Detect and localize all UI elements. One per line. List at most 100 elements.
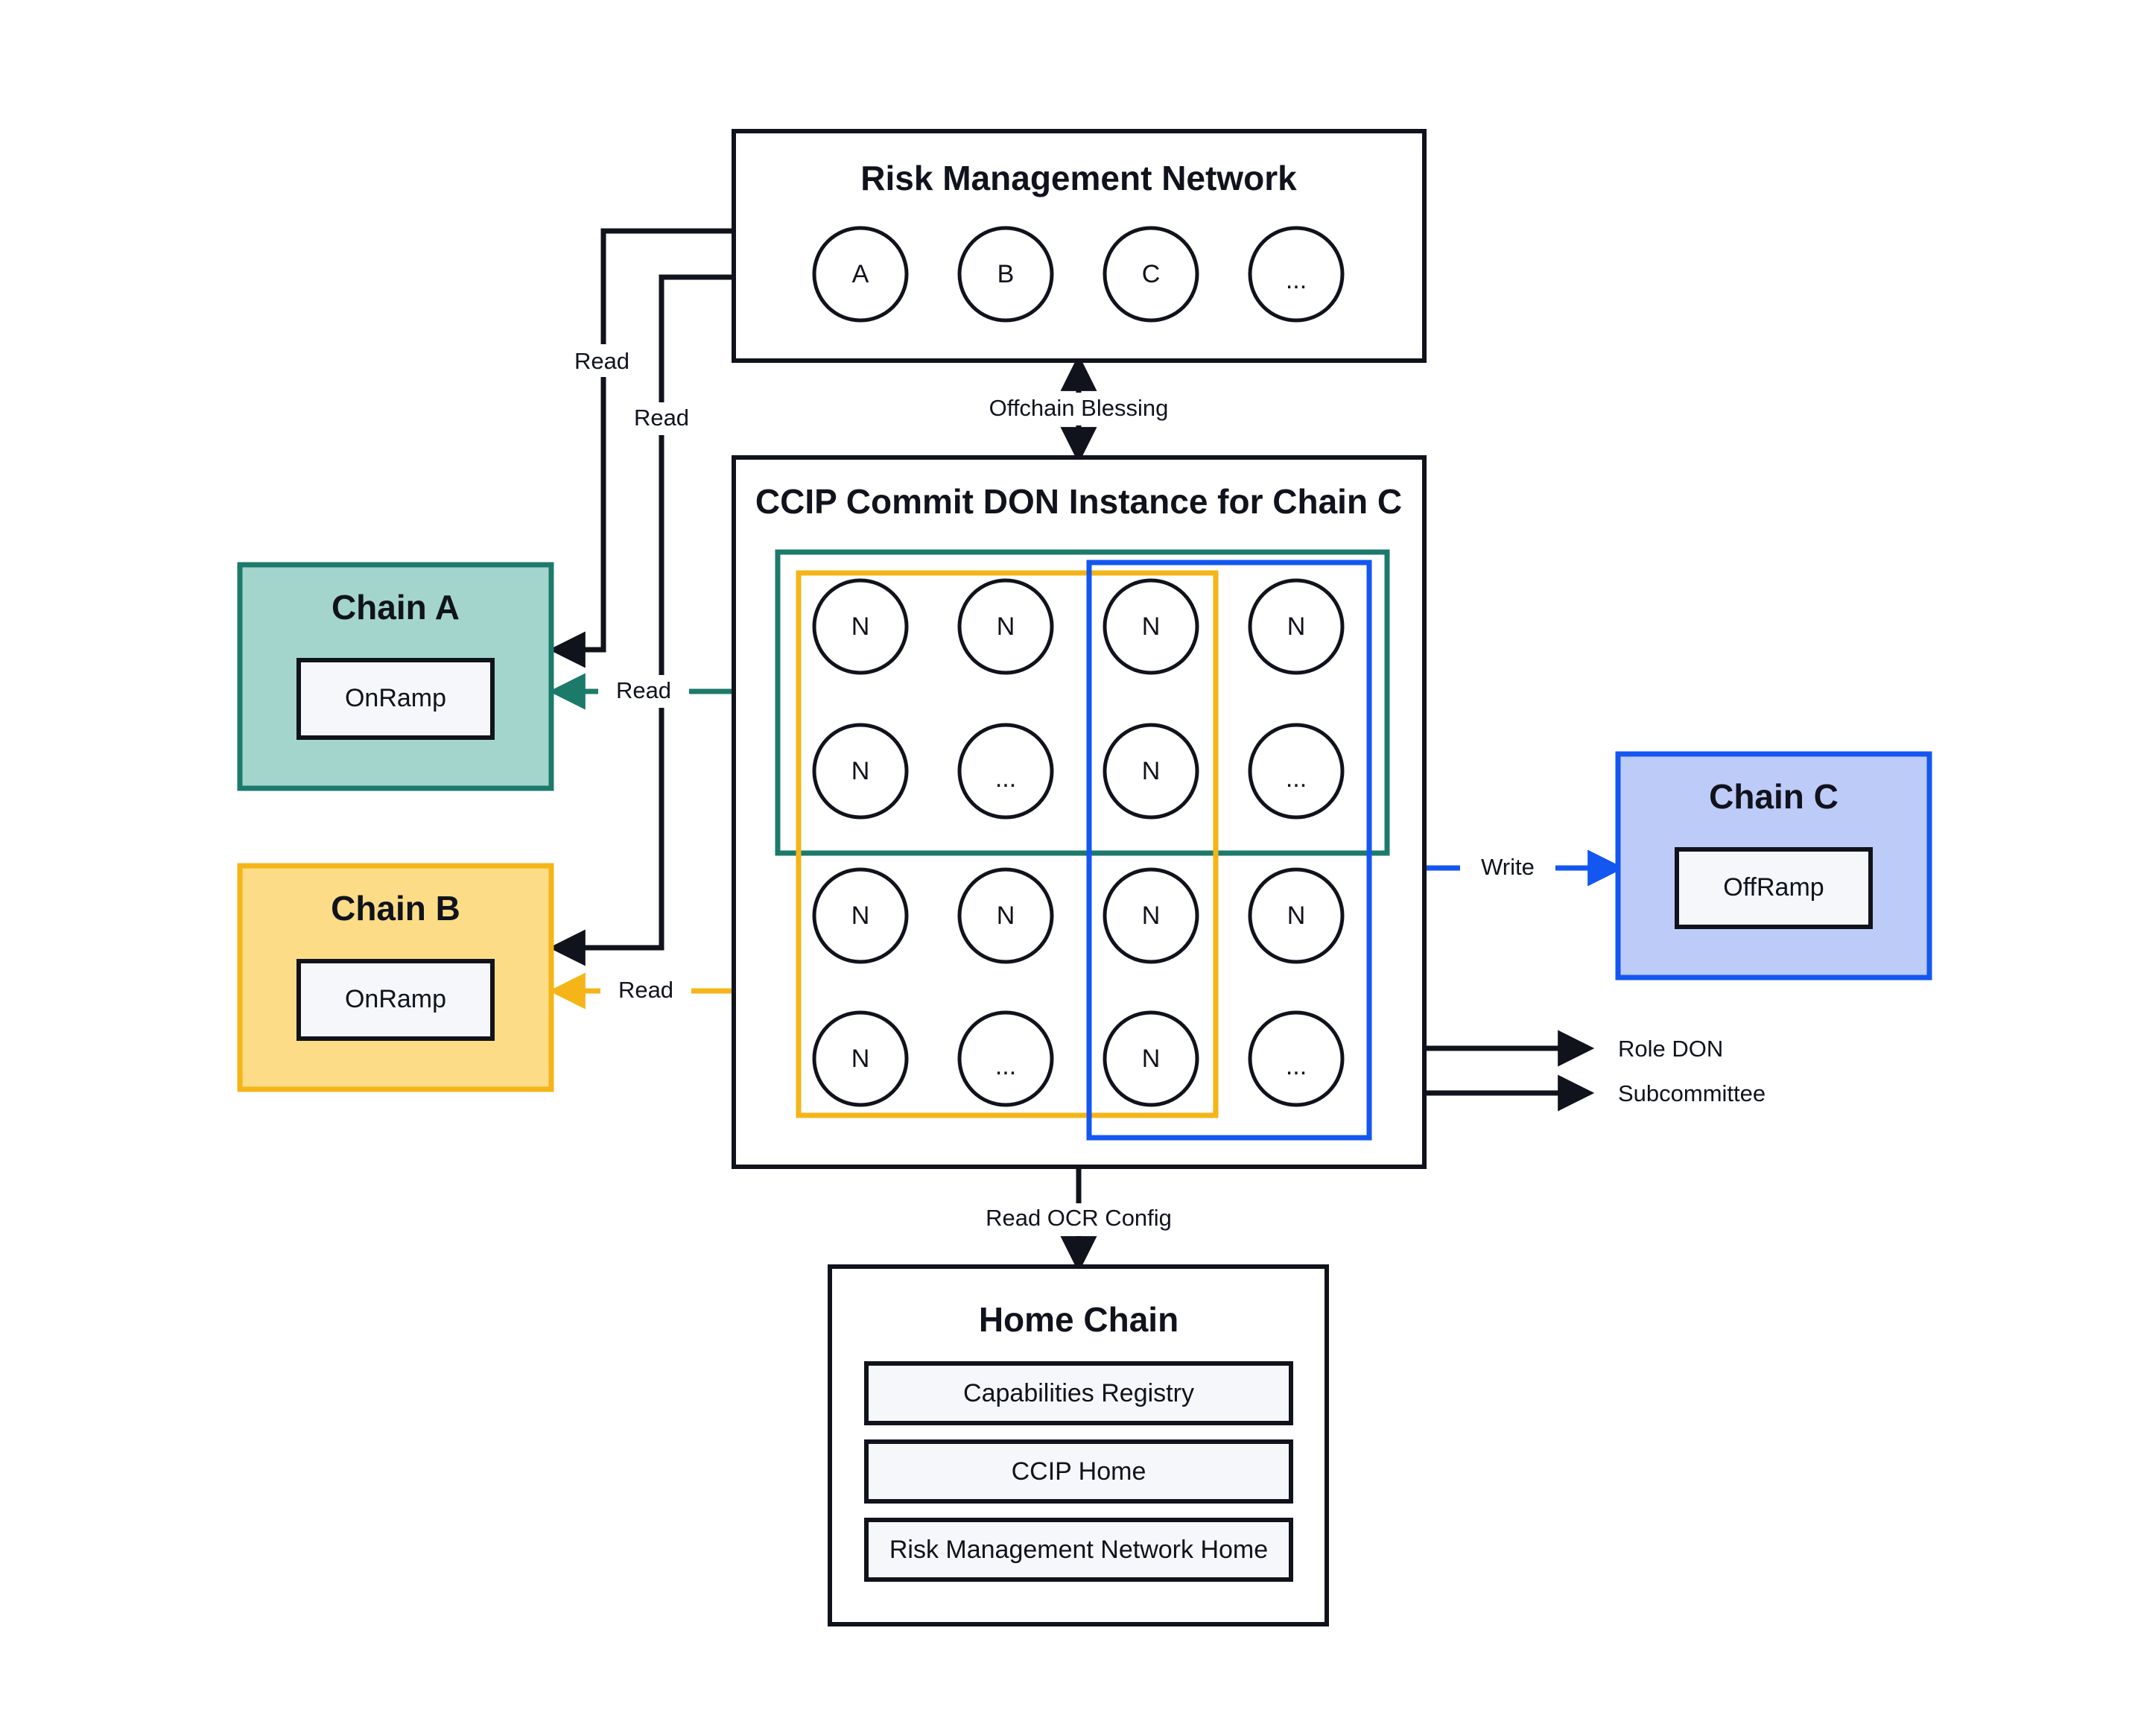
- connector-rmn-read-chain-b: Read: [548, 274, 734, 966]
- contract-label: Capabilities Registry: [963, 1379, 1194, 1407]
- chain-b-panel[interactable]: Chain B OnRamp: [237, 863, 554, 1092]
- edge-label-don-read-b: Read: [618, 977, 673, 1003]
- don-node-circle: [1103, 578, 1199, 675]
- edge-label-read-ocr-config: Read OCR Config: [986, 1205, 1172, 1231]
- chain-b-contract-label: OnRamp: [345, 985, 446, 1013]
- connector-don-read-chain-a: Read: [548, 673, 778, 710]
- rmn-node-circle: [1248, 226, 1345, 323]
- don-node[interactable]: N: [812, 867, 909, 964]
- don-node-label: N: [1142, 902, 1161, 930]
- legend-label-role-don: Role DON: [1618, 1036, 1723, 1062]
- don-node[interactable]: N: [1248, 867, 1345, 964]
- edge-label-don-read-a: Read: [616, 677, 671, 703]
- don-node[interactable]: N: [1248, 578, 1345, 675]
- home-chain-contract-ccip-home[interactable]: CCIP Home: [864, 1439, 1293, 1504]
- edge-label-don-write-c: Write: [1481, 854, 1535, 880]
- chain-b-title: Chain B: [331, 889, 460, 928]
- chain-c-panel[interactable]: Chain C OffRamp: [1615, 751, 1932, 981]
- don-node-label: N: [851, 612, 870, 641]
- group-rect-orange[interactable]: [796, 570, 1219, 1118]
- don-node-circle: [957, 1010, 1054, 1107]
- don-node-label: N: [851, 757, 870, 785]
- don-node-label: N: [1142, 1045, 1161, 1073]
- don-node-circle: [812, 578, 909, 675]
- don-node[interactable]: N: [1103, 1010, 1199, 1107]
- contract-label: CCIP Home: [1012, 1457, 1146, 1486]
- connector-subcommittee: Subcommittee: [1369, 1074, 1766, 1112]
- don-node[interactable]: N: [1103, 723, 1199, 820]
- chain-a-contract-label: OnRamp: [345, 684, 446, 712]
- don-node-label: N: [1142, 757, 1161, 785]
- group-rect-blue[interactable]: [1086, 560, 1372, 1141]
- contract-box: [864, 1518, 1293, 1582]
- don-node-circle: [957, 867, 1054, 964]
- home-chain-contract-capabilities-registry[interactable]: Capabilities Registry: [864, 1361, 1293, 1425]
- don-node-circle: [1248, 1010, 1345, 1107]
- edge-label-offchain-blessing: Offchain Blessing: [989, 395, 1169, 421]
- rmn-node-a[interactable]: A: [812, 226, 909, 323]
- don-node-circle: [1103, 867, 1199, 964]
- don-node[interactable]: N: [1103, 578, 1199, 675]
- rmn-node-label: B: [997, 260, 1015, 288]
- rmn-node-label: C: [1142, 260, 1161, 288]
- label-backdrop: [1460, 852, 1555, 884]
- don-node[interactable]: N: [957, 578, 1054, 675]
- label-backdrop: [968, 1203, 1192, 1236]
- risk-management-network-panel[interactable]: Risk Management Network A B C ...: [732, 129, 1427, 363]
- don-node[interactable]: ...: [957, 723, 1054, 820]
- don-node-label: ...: [1286, 1052, 1307, 1080]
- don-node-label: N: [1287, 612, 1306, 641]
- edge-label-rmn-read-a: Read: [574, 348, 629, 374]
- chain-a-panel[interactable]: Chain A OnRamp: [237, 562, 554, 791]
- don-node-circle: [957, 578, 1054, 675]
- home-chain-contract-rmn-home[interactable]: Risk Management Network Home: [864, 1518, 1293, 1582]
- connector-role-don: Role DON: [1424, 1030, 1723, 1067]
- contract-label: Risk Management Network Home: [889, 1536, 1268, 1564]
- don-node-label: N: [1287, 902, 1306, 930]
- chain-a-title: Chain A: [331, 588, 460, 627]
- don-node[interactable]: ...: [1248, 723, 1345, 820]
- don-node[interactable]: N: [812, 578, 909, 675]
- connector-rmn-read-chain-a: Read: [548, 228, 734, 668]
- rmn-node-circle: [812, 226, 909, 323]
- rmn-node-c[interactable]: C: [1103, 226, 1199, 323]
- legend-label-subcommittee: Subcommittee: [1618, 1080, 1766, 1106]
- home-chain-panel[interactable]: Home Chain Capabilities Registry CCIP Ho…: [828, 1264, 1329, 1626]
- rmn-node-label: ...: [1286, 266, 1307, 294]
- don-node-label: N: [997, 902, 1015, 930]
- rmn-node-b[interactable]: B: [957, 226, 1054, 323]
- don-node-circle: [1248, 578, 1345, 675]
- don-node[interactable]: N: [1103, 867, 1199, 964]
- don-node[interactable]: ...: [957, 1010, 1054, 1107]
- rmn-node-label: A: [852, 260, 869, 288]
- connector-offchain-blessing: Offchain Blessing: [968, 354, 1192, 464]
- label-backdrop: [575, 344, 663, 377]
- chain-b-contract-box[interactable]: [296, 959, 495, 1041]
- don-node-label: N: [851, 1045, 870, 1073]
- rmn-node-ellipsis[interactable]: ...: [1248, 226, 1345, 323]
- don-node-label: N: [997, 612, 1015, 641]
- don-node[interactable]: ...: [1248, 1010, 1345, 1107]
- don-node[interactable]: N: [957, 867, 1054, 964]
- don-node-circle: [812, 867, 909, 964]
- commit-don-title: CCIP Commit DON Instance for Chain C: [755, 482, 1402, 521]
- rmn-title: Risk Management Network: [860, 159, 1297, 197]
- contract-box: [864, 1361, 1293, 1425]
- group-rect-teal[interactable]: [775, 549, 1390, 856]
- contract-box: [864, 1439, 1293, 1504]
- don-node-circle: [812, 723, 909, 820]
- chain-c-title: Chain C: [1709, 777, 1839, 816]
- label-backdrop: [968, 393, 1192, 425]
- don-node-label: N: [1142, 612, 1161, 641]
- don-node[interactable]: N: [812, 723, 909, 820]
- chain-c-contract-box[interactable]: [1675, 847, 1873, 929]
- don-node-label: N: [851, 902, 870, 930]
- don-node-circle: [1103, 723, 1199, 820]
- chain-a-contract-box[interactable]: [296, 658, 495, 740]
- rmn-node-circle: [1103, 226, 1199, 323]
- don-node[interactable]: N: [812, 1010, 909, 1107]
- commit-don-panel[interactable]: CCIP Commit DON Instance for Chain C N N…: [732, 455, 1427, 1169]
- don-node-circle: [1248, 867, 1345, 964]
